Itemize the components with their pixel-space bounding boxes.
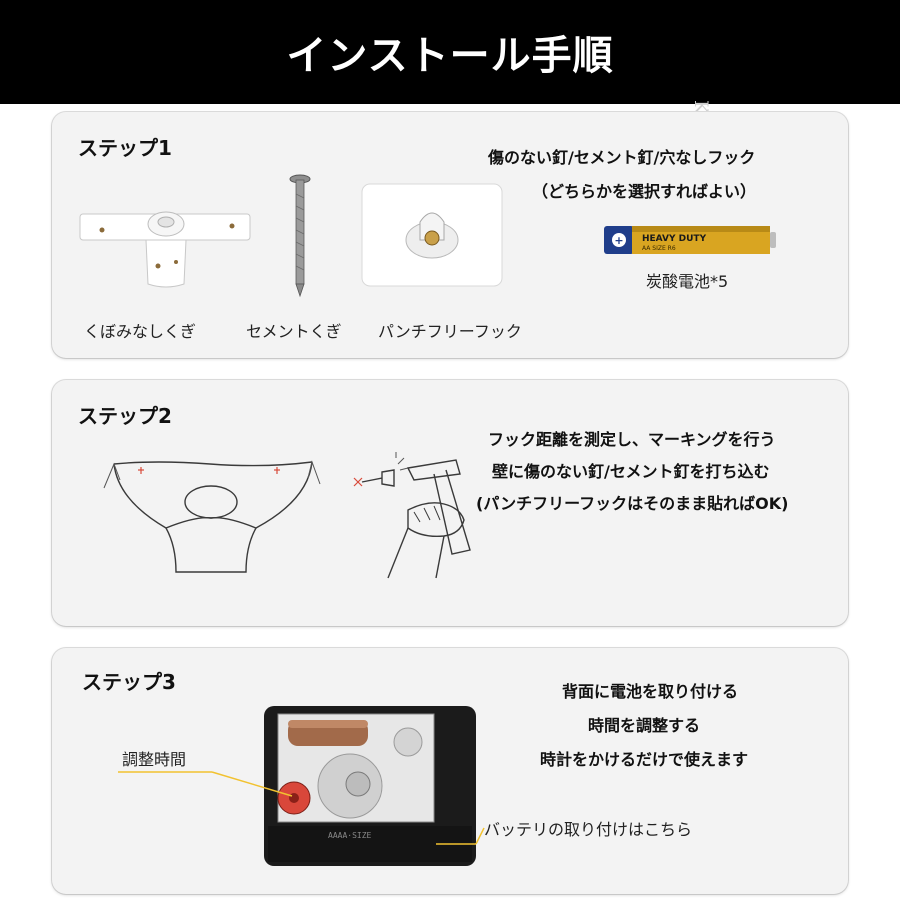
step3-line1: 背面に電池を取り付ける: [562, 682, 739, 701]
t-bracket-nail-icon: [79, 211, 251, 288]
step1-item-label-1: くぼみなしくぎ: [84, 322, 197, 341]
step2-title: ステップ2: [78, 404, 172, 428]
battery-icon: + HEAVY DUTY AA SIZE R6: [604, 226, 776, 254]
label-adjust-time: 調整時間: [122, 750, 187, 769]
battery-print-text: HEAVY DUTY: [642, 234, 707, 244]
clock-measure-illustration: [103, 460, 321, 573]
battery-size-text: AA SIZE R6: [642, 245, 676, 252]
step2-line2: 壁に傷のない釘/セメント釘を打ち込む: [492, 462, 770, 481]
adhesive-hook-icon: [361, 183, 503, 287]
label-battery-install: バッテリの取り付けはこちら: [484, 820, 693, 839]
step2-panel: ステップ2 フック距離を測定し、マーキングを行う 壁に傷のない釘/セメント釘を打…: [52, 380, 848, 626]
step1-panel: ステップ1 くぼみなしくぎ セメントくぎ パンチフリーフック 傷のない釘/セメン…: [52, 112, 848, 358]
cement-nail-icon: [289, 174, 311, 298]
clock-movement-illustration: AAAA·SIZE: [264, 706, 476, 866]
svg-text:+: +: [614, 234, 623, 247]
step1-note-line2: （どちらかを選択すればよい）: [532, 182, 757, 201]
step2-line3: (パンチフリーフックはそのまま貼ればOK): [476, 494, 789, 513]
hammer-hand-illustration: [353, 452, 471, 579]
callout-lines: [118, 771, 485, 845]
step3-line3: 時計をかけるだけで使えます: [540, 750, 749, 769]
svg-text:AAAA·SIZE: AAAA·SIZE: [328, 831, 372, 840]
step3-panel: ステップ3 AAAA·SIZE 調整時間 バッテリの取り付けはこちら 背面に電池…: [52, 648, 848, 894]
step1-item-label-3: パンチフリーフック: [378, 322, 522, 341]
step3-title: ステップ3: [82, 670, 176, 694]
header-bar: インストール手順: [0, 0, 900, 104]
step1-item-label-2: セメントくぎ: [246, 322, 342, 341]
step2-line1: フック距離を測定し、マーキングを行う: [488, 430, 776, 449]
step1-note-line1: 傷のない釘/セメント釘/穴なしフック: [488, 148, 756, 167]
step1-title: ステップ1: [78, 136, 172, 160]
page-title: インストール手順: [286, 33, 614, 79]
step3-line2: 時間を調整する: [588, 716, 701, 735]
battery-label: 炭酸電池*5: [646, 272, 729, 291]
